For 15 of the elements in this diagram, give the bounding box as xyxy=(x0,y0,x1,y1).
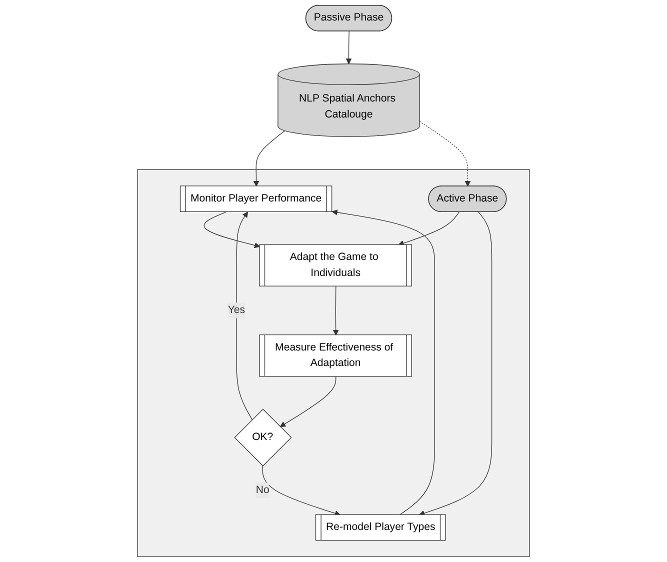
arrow xyxy=(419,121,471,187)
arrow xyxy=(419,212,492,516)
arrow xyxy=(253,130,286,187)
arrow xyxy=(398,212,460,246)
arrow xyxy=(262,466,340,516)
arrow xyxy=(204,212,260,248)
arrow xyxy=(332,286,339,336)
arrow xyxy=(236,212,253,420)
node-diamond: OK? xyxy=(234,408,292,466)
cluster xyxy=(137,169,530,558)
arrow xyxy=(332,210,436,516)
edge-label: No xyxy=(256,484,270,496)
arrow xyxy=(346,30,352,64)
edge-label: Yes xyxy=(228,304,246,316)
arrow xyxy=(280,376,336,428)
